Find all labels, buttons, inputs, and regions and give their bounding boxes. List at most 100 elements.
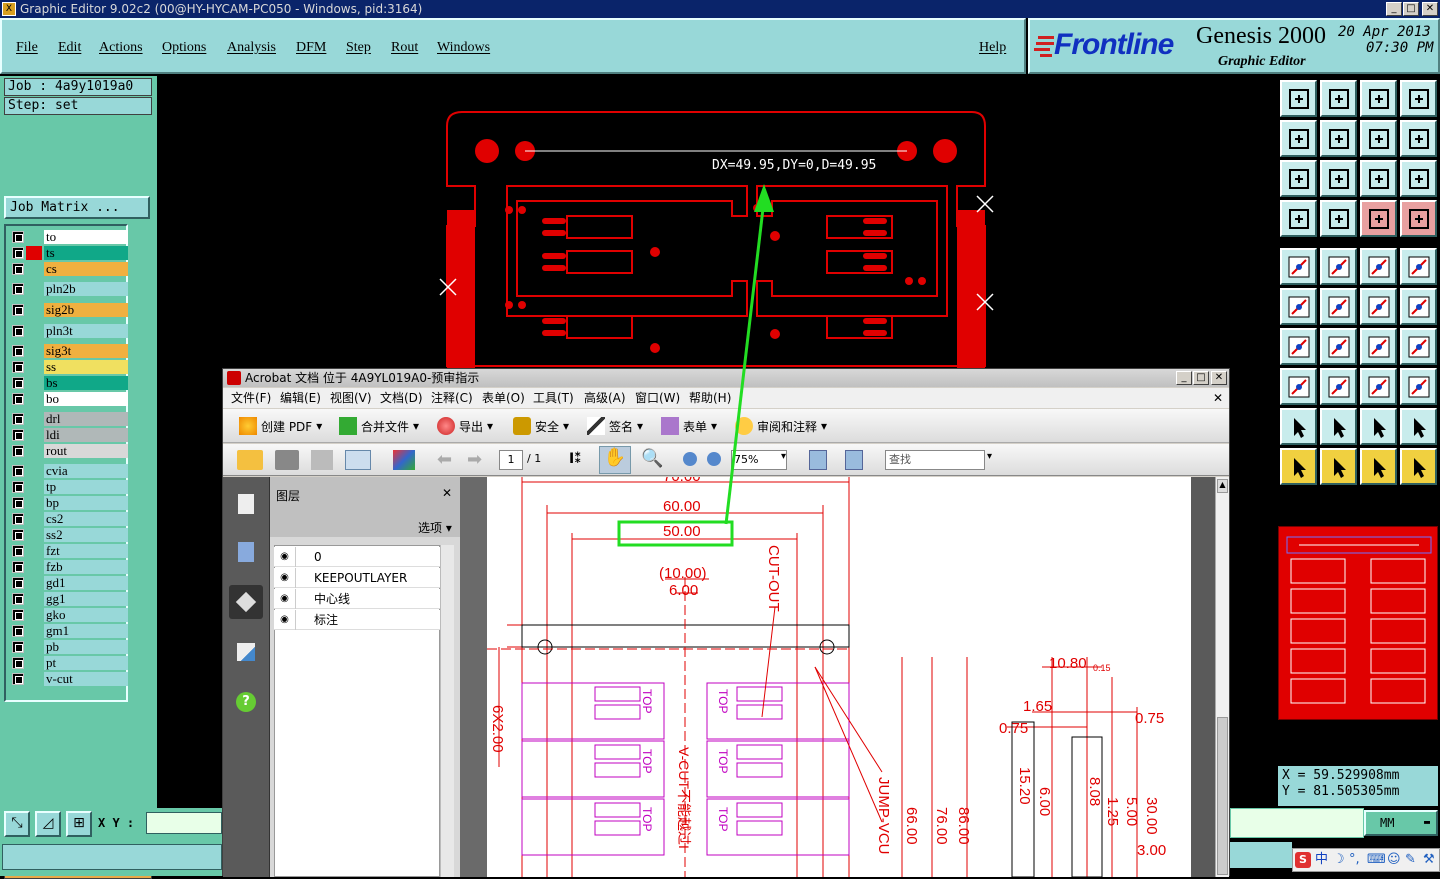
email-icon[interactable] — [345, 450, 371, 470]
layer-checkbox[interactable] — [12, 529, 24, 541]
arc-pick-icon[interactable] — [1400, 288, 1437, 325]
scroll-thumb[interactable] — [1217, 717, 1228, 875]
pad-icon[interactable] — [1280, 248, 1317, 285]
pdf-layer-row[interactable]: ◉标注 — [274, 610, 440, 630]
layer-checkbox[interactable] — [12, 545, 24, 557]
acrobat-maximize-button[interactable]: □ — [1193, 371, 1209, 385]
minimize-button[interactable]: _ — [1386, 2, 1402, 16]
zoom-tool-icon[interactable]: 🔍 — [641, 448, 664, 469]
layer-name[interactable]: fzb — [44, 560, 128, 574]
layer-name[interactable]: gm1 — [44, 624, 128, 638]
punct-icon[interactable]: °, — [1349, 852, 1360, 867]
layer-checkbox[interactable] — [12, 657, 24, 669]
sign-button[interactable]: 签名 ▾ — [587, 417, 643, 435]
layer-checkbox[interactable] — [12, 263, 24, 275]
print-icon[interactable] — [275, 450, 299, 470]
layer-row-pln2b[interactable]: pln2b — [10, 282, 128, 296]
close-button[interactable]: ✕ — [1422, 2, 1438, 16]
layer-name[interactable]: pt — [44, 656, 128, 670]
layer-row-rout[interactable]: rout — [10, 444, 128, 458]
layer-checkbox[interactable] — [12, 413, 24, 425]
layer-checkbox[interactable] — [12, 641, 24, 653]
menu-edit[interactable]: Edit — [58, 40, 82, 55]
layer-row-drl[interactable]: drl — [10, 412, 128, 426]
layer-row-ss[interactable]: ss — [10, 360, 128, 374]
layer-name[interactable]: fzt — [44, 544, 128, 558]
layer-checkbox[interactable] — [12, 497, 24, 509]
keyboard-icon[interactable]: ⌨ — [1367, 852, 1386, 867]
triangle-icon[interactable] — [1280, 408, 1317, 445]
rotate-icon[interactable] — [1360, 328, 1397, 365]
layer-name[interactable]: sig3t — [44, 344, 128, 358]
acro-menu-advanced[interactable]: 高级(A) — [584, 391, 626, 405]
menu-actions[interactable]: Actions — [99, 40, 143, 55]
acro-doc-close-icon[interactable]: ✕ — [1213, 391, 1224, 405]
layer-row-bp[interactable]: bp — [10, 496, 128, 510]
zoom-fit-icon[interactable]: ⤡ — [4, 811, 30, 837]
layer-checkbox[interactable] — [12, 231, 24, 243]
move-right-icon[interactable] — [1320, 120, 1357, 157]
bookmarks-icon[interactable] — [229, 535, 263, 569]
review-comment-button[interactable]: 审阅和注释 ▾ — [735, 417, 827, 435]
wrench-icon[interactable]: ⚒ — [1423, 852, 1435, 867]
acro-menu-forms[interactable]: 表单(O) — [482, 391, 525, 405]
layer-row-sig2b[interactable]: sig2b — [10, 303, 128, 317]
user-icon[interactable]: ☺ — [1387, 852, 1401, 867]
layer-name[interactable]: sig2b — [44, 303, 128, 317]
layer-name[interactable]: bo — [44, 392, 128, 406]
layer-name[interactable]: pb — [44, 640, 128, 654]
select-text-icon[interactable]: I⁑ — [569, 451, 582, 467]
point-icon[interactable] — [1280, 368, 1317, 405]
slot-icon[interactable] — [1320, 248, 1357, 285]
menu-analysis[interactable]: Analysis — [227, 40, 276, 55]
layer-checkbox[interactable] — [12, 513, 24, 525]
acro-menu-edit[interactable]: 编辑(E) — [280, 391, 321, 405]
fit-page-icon[interactable] — [845, 450, 863, 470]
layer-name[interactable]: gg1 — [44, 592, 128, 606]
layers-options-button[interactable]: 选项 ▾ — [418, 521, 452, 535]
layer-row-gg1[interactable]: gg1 — [10, 592, 128, 606]
layer-row-ldi[interactable]: ldi — [10, 428, 128, 442]
zoom-window-icon[interactable]: ◿ — [35, 811, 61, 837]
zoom-out-icon[interactable] — [683, 452, 697, 466]
open-folder-icon[interactable] — [237, 450, 263, 470]
layer-checkbox[interactable] — [12, 304, 24, 316]
save-icon[interactable] — [311, 450, 333, 470]
layer-name[interactable]: cs2 — [44, 512, 128, 526]
moon-icon[interactable]: ☽ — [1333, 852, 1345, 867]
pdf-layer-row[interactable]: ◉0 — [274, 547, 440, 567]
select-icon[interactable] — [1280, 448, 1317, 485]
layer-name[interactable]: pln3t — [44, 324, 128, 338]
find-dropdown-icon[interactable]: ▾ — [987, 451, 993, 462]
select-net-icon[interactable] — [1400, 448, 1437, 485]
forms-button[interactable]: 表单 ▾ — [661, 417, 717, 435]
panel-minimap[interactable] — [1278, 526, 1438, 720]
acrobat-close-button[interactable]: ✕ — [1211, 371, 1227, 385]
flip-icon[interactable] — [1400, 328, 1437, 365]
layers-scrollbar[interactable] — [440, 545, 454, 877]
cross-icon[interactable] — [1320, 288, 1357, 325]
layer-row-cvia[interactable]: cvia — [10, 464, 128, 478]
query-icon[interactable] — [1400, 160, 1437, 197]
zoom-dropdown-icon[interactable]: ▾ — [781, 451, 787, 462]
net-icon[interactable] — [1320, 200, 1357, 237]
window-icon[interactable] — [1400, 80, 1437, 117]
zoom-in-icon[interactable] — [707, 452, 721, 466]
group-icon[interactable] — [1400, 368, 1437, 405]
layer-name[interactable]: v-cut — [44, 672, 128, 686]
scale-1-2-icon[interactable] — [1360, 160, 1397, 197]
move-left-icon[interactable] — [1280, 120, 1317, 157]
snap-icon[interactable] — [1400, 120, 1437, 157]
layer-checkbox[interactable] — [12, 609, 24, 621]
layer-checkbox[interactable] — [12, 625, 24, 637]
command-line[interactable] — [2, 844, 222, 870]
acro-menu-help[interactable]: 帮助(H) — [689, 391, 732, 405]
layer-checkbox[interactable] — [12, 361, 24, 373]
layer-row-sig3t[interactable]: sig3t — [10, 344, 128, 358]
ime-toolbar[interactable]: S 中 ☽ °, ⌨ ☺ ✎ ⚒ — [1292, 848, 1440, 872]
tri3-icon[interactable] — [1360, 408, 1397, 445]
acrobat-minimize-button[interactable]: _ — [1176, 371, 1192, 385]
layers-icon[interactable] — [229, 585, 263, 619]
settings-icon[interactable] — [1280, 200, 1317, 237]
menu-file[interactable]: File — [16, 40, 38, 55]
